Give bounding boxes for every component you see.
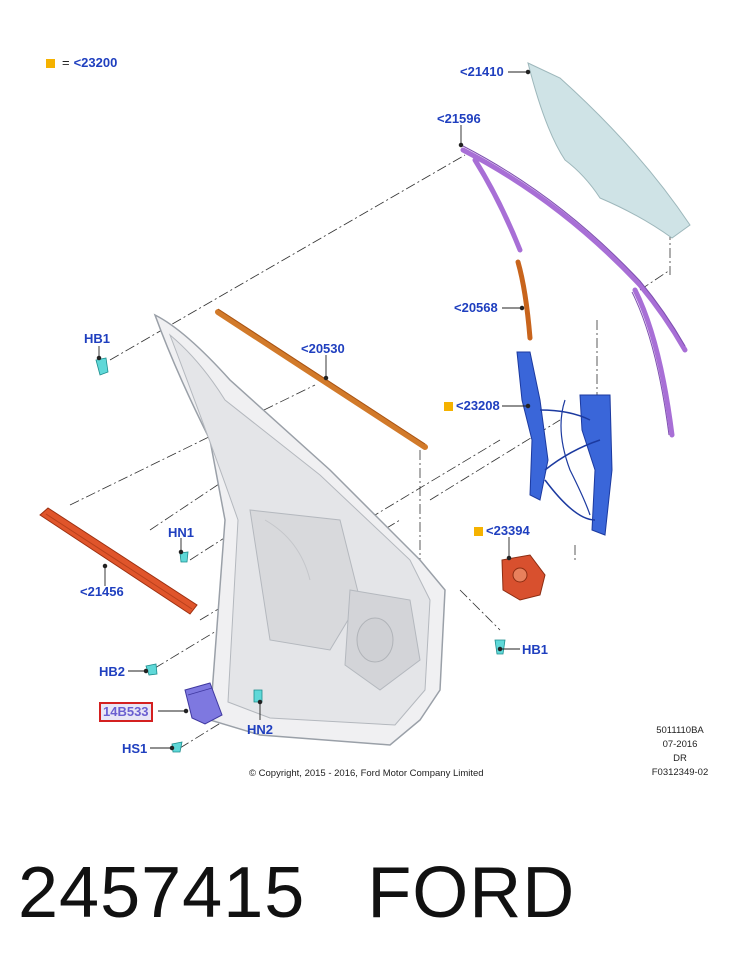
belt-weatherstrip	[215, 309, 428, 450]
side-impact-beam	[39, 507, 198, 615]
meta-dr: DR	[673, 753, 687, 764]
label-pointers	[96, 69, 531, 751]
window-regulator	[516, 351, 613, 536]
footer-caption: 2457415 FORD	[18, 852, 575, 934]
legend-square-icon	[46, 59, 55, 69]
meta-date: 07-2016	[662, 739, 698, 750]
copyright-text: © Copyright, 2015 - 2016, Ford Motor Com…	[249, 768, 484, 779]
label-20530: <20530	[301, 341, 345, 356]
regulator-motor	[501, 554, 546, 601]
brand-name: FORD	[367, 853, 576, 933]
meta-ref: F0312349-02	[651, 767, 709, 778]
label-20568: <20568	[454, 300, 498, 315]
label-21596: <21596	[437, 111, 481, 126]
label-hb1-top: HB1	[84, 331, 111, 346]
label-hb1-right: HB1	[522, 642, 549, 657]
label-21456: <21456	[80, 584, 124, 599]
label-23394: <23394	[474, 523, 530, 539]
door-shell	[153, 313, 446, 746]
legend-text: <23200	[73, 55, 118, 70]
label-23208: <23208	[444, 398, 500, 414]
legend-square-icon	[444, 402, 453, 412]
label-23394-text: <23394	[486, 523, 530, 538]
glass-run-channel	[460, 147, 688, 438]
glass-run-channel-edge	[462, 145, 686, 436]
door-exploded-diagram	[39, 62, 691, 753]
diagram-meta: 5011110BA 07-2016 DR F0312349-02	[640, 724, 720, 780]
label-hs1: HS1	[122, 741, 148, 756]
door-glass	[527, 62, 691, 239]
belt-weatherstrip-edge	[217, 308, 426, 445]
label-23208-text: <23208	[456, 398, 500, 413]
part-number: 2457415	[18, 853, 306, 933]
diagram-artwork	[39, 62, 691, 753]
label-hn1: HN1	[168, 525, 195, 540]
label-14b533-highlighted: 14B533	[99, 702, 153, 722]
label-21410: <21410	[460, 64, 504, 79]
door-control-module	[184, 682, 223, 725]
meta-code: 5011110BA	[656, 725, 704, 736]
legend: =<23200	[46, 55, 117, 70]
legend-equals: =	[62, 55, 70, 70]
legend-square-icon	[474, 527, 483, 537]
fastener-clips	[95, 357, 506, 753]
label-hn2: HN2	[247, 722, 274, 737]
run-channel-lower	[515, 259, 533, 341]
label-hb2: HB2	[99, 664, 126, 679]
